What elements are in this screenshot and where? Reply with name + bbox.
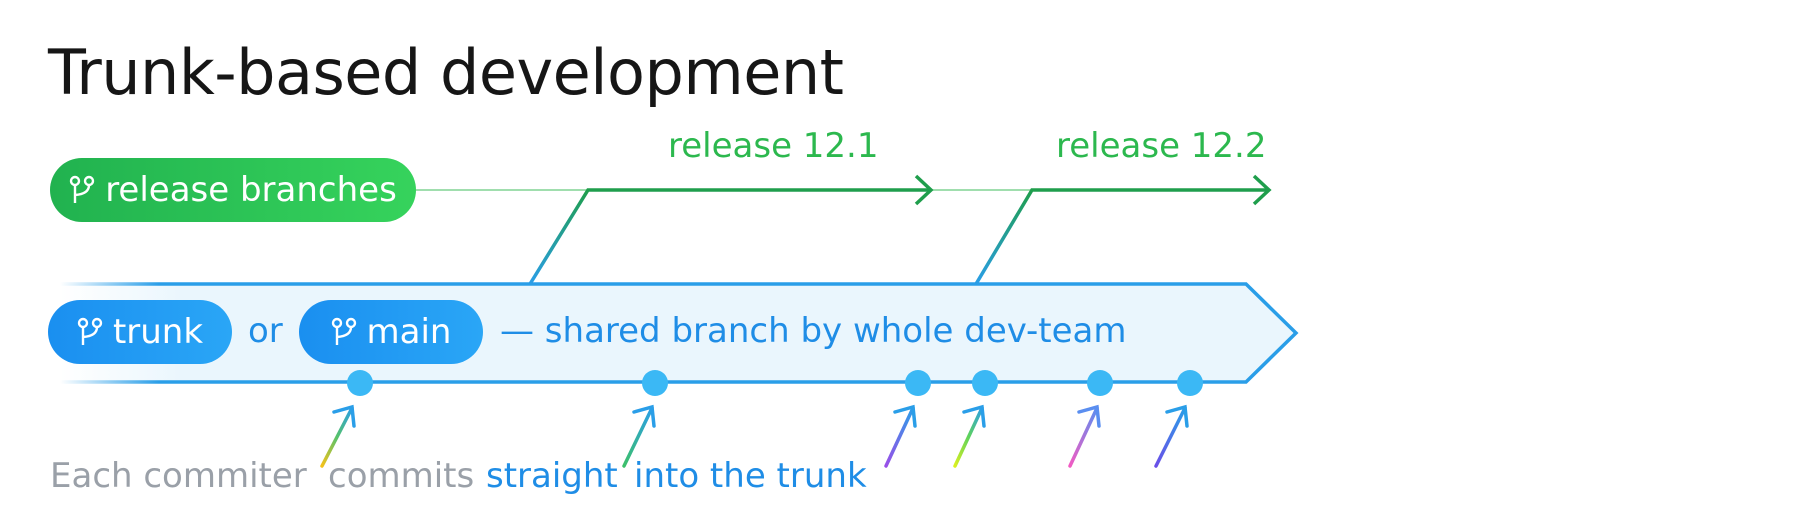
release-12-2-label: release 12.2	[1056, 126, 1267, 166]
branch-icon	[331, 317, 356, 345]
trunk-label: trunk	[112, 312, 204, 352]
release-branches-pill: release branches	[50, 158, 416, 222]
branch-icon	[77, 317, 103, 345]
release-branch-12-2	[974, 188, 1268, 285]
commit-dot	[972, 370, 998, 396]
commit-arrow	[953, 404, 986, 468]
release-12-1-label: release 12.1	[668, 126, 879, 166]
commit-arrow	[320, 404, 356, 468]
or-text: or	[248, 311, 283, 351]
release-12-2-arrowhead	[1252, 174, 1272, 206]
release-branch-12-1	[528, 188, 930, 285]
main-label: main	[366, 312, 452, 352]
commit-arrow	[884, 404, 917, 468]
trunk-description: — shared branch by whole dev-team	[500, 311, 1127, 351]
trunk-band-outline	[60, 282, 1299, 384]
commit-dot	[1087, 370, 1113, 396]
trunk-pill: trunk	[48, 300, 232, 364]
commit-dot	[642, 370, 668, 396]
commit-dot	[905, 370, 931, 396]
commit-dot	[347, 370, 373, 396]
release-branches-label: release branches	[105, 170, 397, 210]
caption-straight: straight	[486, 456, 618, 496]
commit-arrow	[1154, 404, 1189, 468]
commit-arrow	[1068, 404, 1101, 468]
main-pill: main	[299, 300, 483, 364]
caption-commits: commits	[328, 456, 475, 496]
page-title: Trunk-based development	[48, 36, 844, 109]
caption-each-commiter: Each commiter	[50, 456, 307, 496]
commit-arrow	[622, 404, 656, 468]
commit-dot	[1177, 370, 1203, 396]
caption-into-the-trunk: into the trunk	[634, 456, 867, 496]
release-12-1-arrowhead	[914, 174, 934, 206]
branch-icon	[69, 175, 95, 203]
